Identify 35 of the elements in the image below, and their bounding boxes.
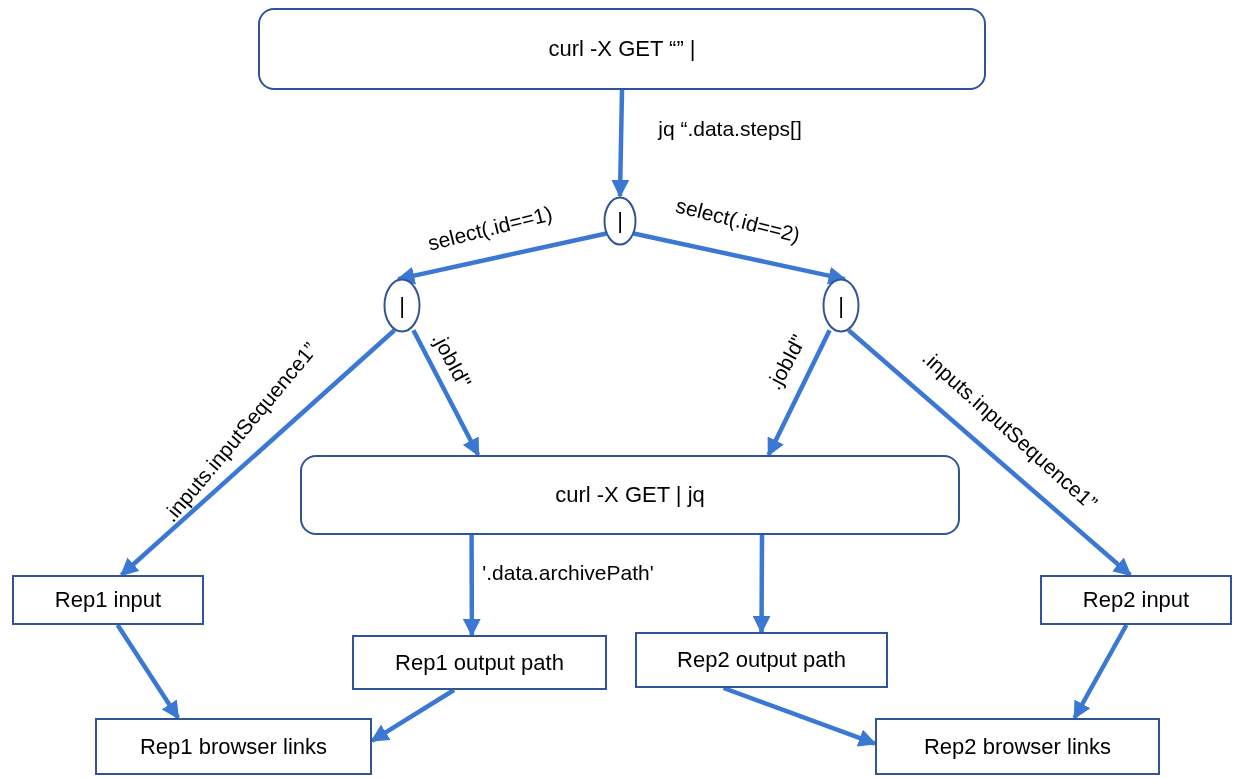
node-text: |: [399, 291, 405, 320]
arrow: [633, 231, 847, 285]
node-text: Rep1 browser links: [139, 732, 328, 761]
command-box: [258, 8, 986, 90]
edge-label: .jobId": [762, 331, 810, 393]
node-text: Rep2 output path: [677, 646, 846, 674]
arrow: [119, 328, 396, 577]
process-box: [352, 635, 607, 690]
process-box: [12, 575, 204, 625]
node-text: Rep1 output path: [395, 648, 564, 677]
arrow: [847, 328, 1132, 577]
edge-label: jq “.data.steps[]: [658, 117, 802, 139]
node-text: curl -X GET “” |: [548, 35, 696, 63]
edge-label: '.data.archivePath': [482, 561, 654, 583]
pipe-ellipse: [383, 278, 421, 333]
node-text: Rep1 input: [54, 586, 162, 614]
node-text: |: [838, 291, 844, 320]
node-text: curl -X GET | jq: [555, 481, 705, 509]
arrow: [752, 535, 771, 634]
node-text: |: [617, 207, 623, 235]
arrow: [1072, 623, 1129, 720]
arrow: [396, 231, 607, 285]
arrow: [115, 623, 180, 720]
arrow: [766, 329, 832, 457]
pipe-ellipse: [603, 196, 637, 246]
pipe-ellipse: [822, 278, 860, 333]
arrow: [462, 535, 481, 637]
node-text: Rep2 browser links: [923, 732, 1112, 761]
arrow: [611, 89, 630, 198]
process-box: [95, 718, 372, 775]
process-box: [1040, 575, 1232, 625]
arrow: [411, 329, 481, 457]
node-text: Rep2 input: [1082, 586, 1190, 614]
process-box: [635, 632, 888, 688]
process-box: [875, 718, 1160, 775]
